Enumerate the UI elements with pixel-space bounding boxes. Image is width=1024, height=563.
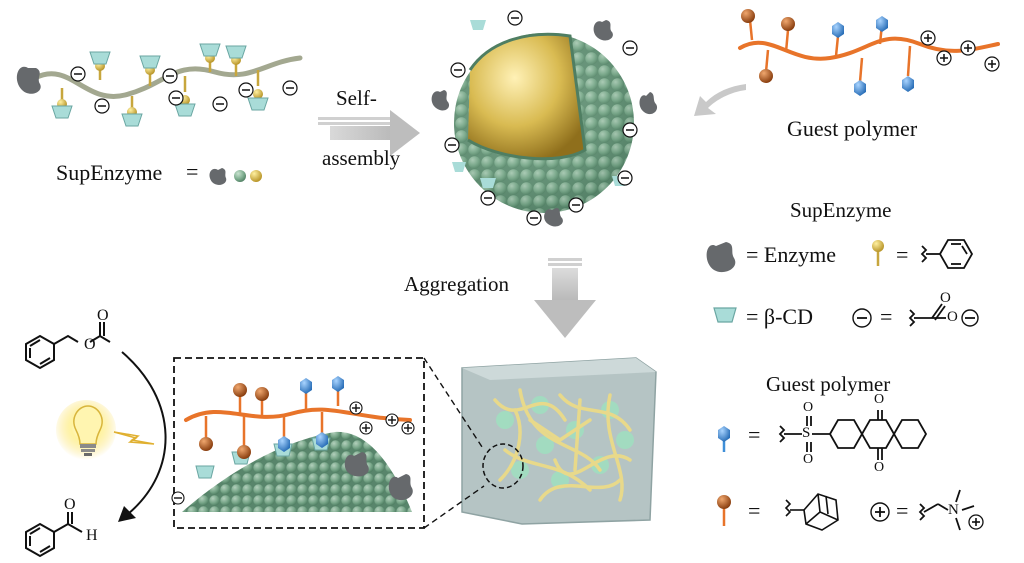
zoom-circle [482,443,524,489]
supenzyme-equals-sign: = [186,159,199,184]
legend-title-guest-polymer: Guest polymer [766,372,891,396]
supenzyme-mini-icon [209,168,262,185]
benzyl-acetate-structure [25,322,111,370]
legend-icons [706,239,984,531]
guest-polymer-chain [738,9,1000,96]
legend-phenyl-equals: = [896,242,909,267]
benzyl-acetate-o1: O [84,336,96,353]
cd-unit [247,70,269,111]
self-assembly-label-line1: Self- [336,86,377,110]
benzaldehyde-h: H [86,527,98,544]
legend-ammonium-n: N [948,502,959,518]
guest-to-vesicle-arrow [694,84,746,116]
cd-unit [89,51,111,80]
legend-anthraquinone-equals: = [748,422,761,447]
reaction-arrow [121,351,167,515]
legend-adamantane-equals: = [748,498,761,523]
benzaldehyde-structure [25,512,83,558]
cd-unit [225,45,247,76]
legend-sulfonyl-o1: O [803,400,814,415]
legend-quinone-o1: O [874,392,885,407]
supenzyme-equation-label: SupEnzyme [56,160,163,185]
enzyme-icon [16,66,41,94]
legend-carboxylate-equals: = [880,304,893,329]
legend-sulfonyl-s: S [802,425,811,441]
self-assembly-arrow [318,110,420,156]
legend-ammonium-equals: = [896,498,909,523]
legend-carboxylate-o: O [940,290,951,306]
cd-unit [139,55,161,86]
cd-unit [199,43,221,72]
cd-unit [51,88,73,119]
aggregation-label: Aggregation [404,272,509,296]
lightning-icon [113,431,155,445]
legend-title-supenzyme: SupEnzyme [790,198,892,222]
zoom-inset [171,357,485,529]
vesicle-sphere [431,10,658,227]
cd-unit [121,96,143,127]
self-assembly-label-line2: assembly [322,146,401,170]
benzyl-acetate-o2: O [97,307,109,324]
hydrogel-cube [461,357,657,525]
legend-beta-cd-label: = β-CD [746,304,813,329]
guest-polymer-label: Guest polymer [787,116,918,141]
legend-enzyme-label: = Enzyme [746,242,836,267]
aggregation-arrow [534,258,596,338]
benzaldehyde-o: O [64,496,76,513]
legend-quinone-o2: O [874,460,885,475]
legend-carboxylate-o2: O [947,309,958,325]
light-bulb-icon [56,400,116,460]
legend-sulfonyl-o2: O [803,452,814,467]
supenzyme-chain [16,43,303,127]
